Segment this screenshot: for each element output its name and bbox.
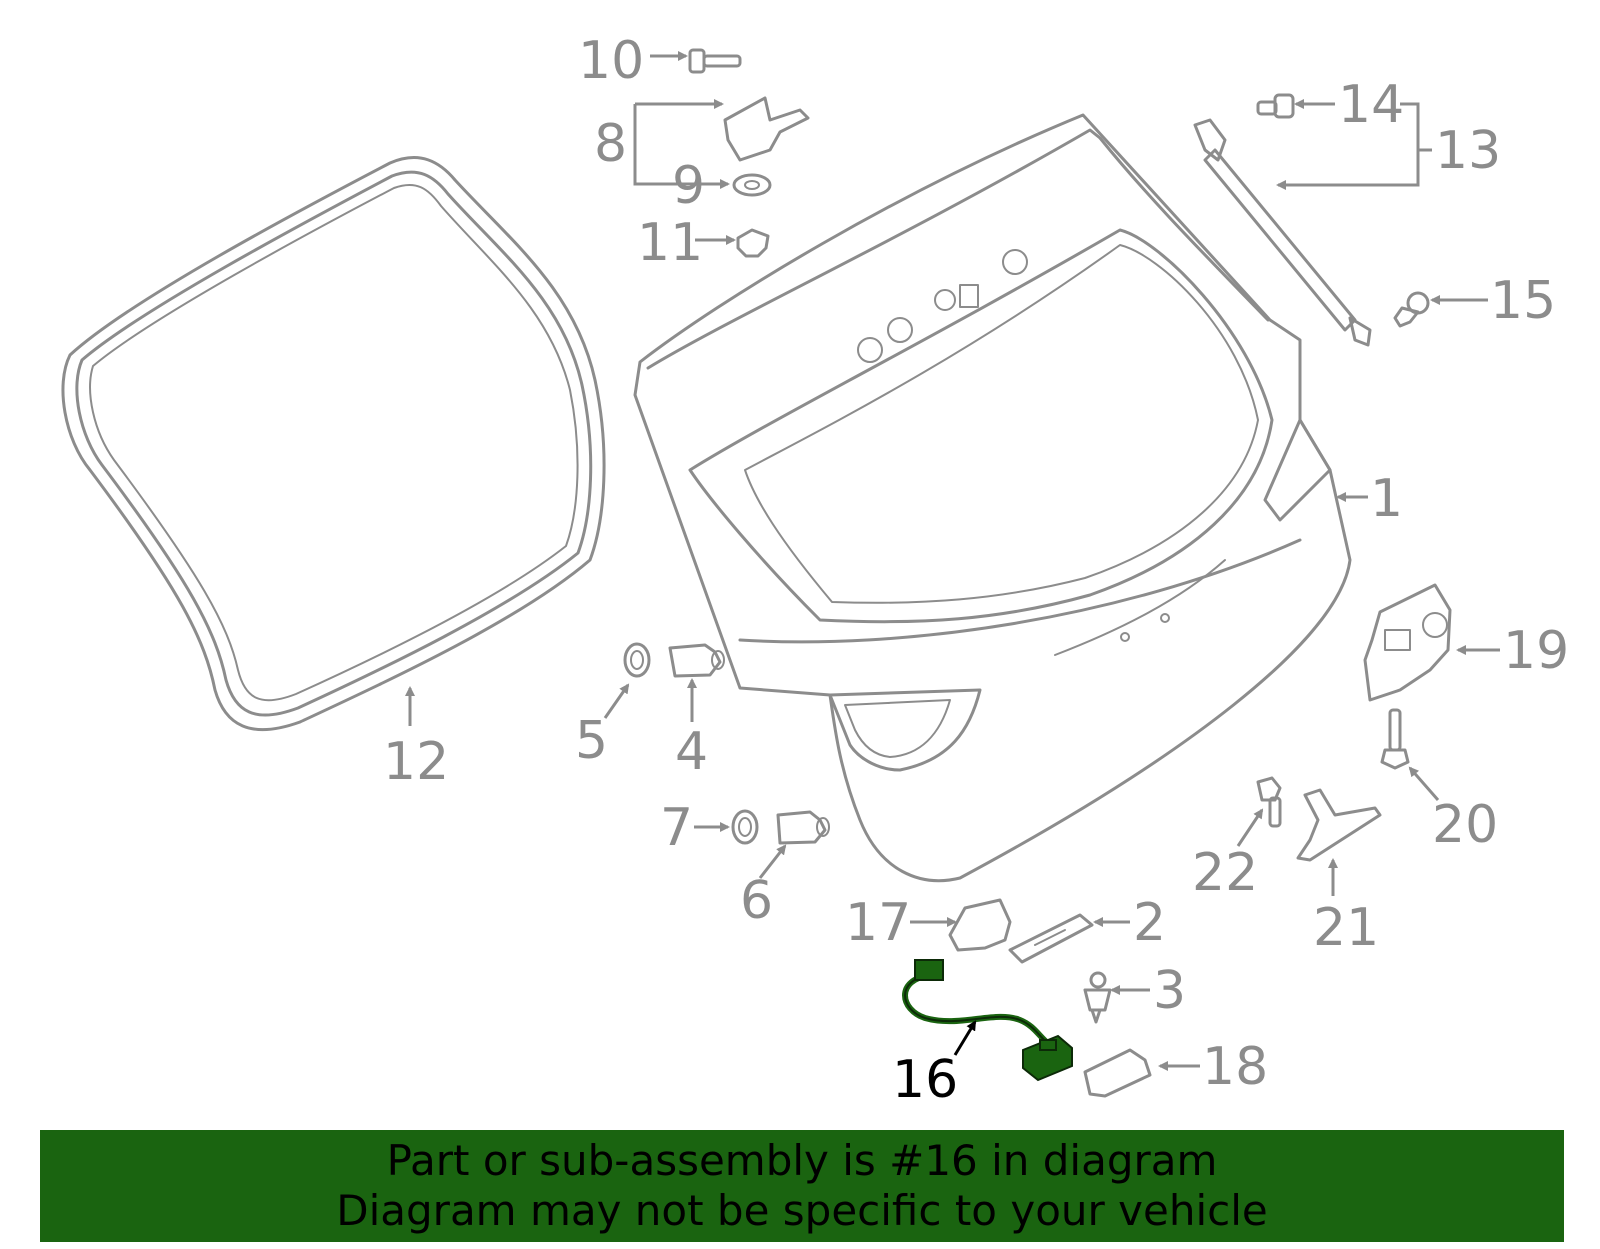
callout-3: 3 <box>1153 961 1186 1021</box>
callout-5: 5 <box>575 711 608 771</box>
callout-8: 8 <box>594 114 627 174</box>
callout-4: 4 <box>675 722 708 782</box>
callout-15: 15 <box>1490 271 1556 331</box>
callout-2: 2 <box>1133 893 1166 953</box>
info-banner: Part or sub-assembly is #16 in diagram D… <box>40 1130 1564 1242</box>
banner-line-disclaimer: Diagram may not be specific to your vehi… <box>336 1186 1268 1235</box>
leader-lines <box>405 51 1500 1071</box>
callout-7: 7 <box>660 798 693 858</box>
callout-11: 11 <box>637 213 703 273</box>
weatherstrip-part-12 <box>61 156 606 732</box>
callout-1: 1 <box>1370 469 1403 529</box>
callout-21: 21 <box>1313 898 1379 958</box>
callout-6: 6 <box>740 871 773 931</box>
bumper-part-4 <box>668 643 725 678</box>
bumper-part-6 <box>776 810 830 845</box>
clip-part-3 <box>1083 971 1112 1024</box>
lamp-part-17 <box>948 898 1012 952</box>
nut-part-11 <box>736 228 770 258</box>
liftgate-part-1 <box>633 113 1352 883</box>
callout-22: 22 <box>1192 843 1258 903</box>
callout-18: 18 <box>1202 1037 1268 1097</box>
latch-part-19 <box>1363 583 1452 702</box>
grommet-part-5 <box>623 642 651 678</box>
hinge-part-8 <box>723 96 810 162</box>
lens-part-2 <box>1008 913 1094 964</box>
callout-13: 13 <box>1435 121 1501 181</box>
callout-10: 10 <box>578 31 644 91</box>
callout-14: 14 <box>1338 75 1404 135</box>
bolt-part-14 <box>1256 93 1295 119</box>
callout-12: 12 <box>383 732 449 792</box>
ball-stud-part-15 <box>1393 291 1430 328</box>
bolt-part-10 <box>688 48 742 74</box>
bolt-part-22 <box>1256 776 1282 828</box>
gas-strut-part-13 <box>1193 118 1372 347</box>
cover-part-18 <box>1083 1048 1152 1098</box>
callout-9: 9 <box>672 156 705 216</box>
striker-part-21 <box>1296 788 1382 862</box>
callout-20: 20 <box>1432 795 1498 855</box>
washer-part-9 <box>732 173 772 197</box>
wiring-harness-part-16 <box>902 959 1073 1082</box>
bolt-part-20 <box>1380 708 1410 770</box>
banner-line-part-number: Part or sub-assembly is #16 in diagram <box>386 1136 1218 1185</box>
grommet-part-7 <box>731 809 759 845</box>
callout-17: 17 <box>845 893 911 953</box>
callout-19: 19 <box>1503 621 1569 681</box>
callout-16: 16 <box>892 1050 958 1110</box>
